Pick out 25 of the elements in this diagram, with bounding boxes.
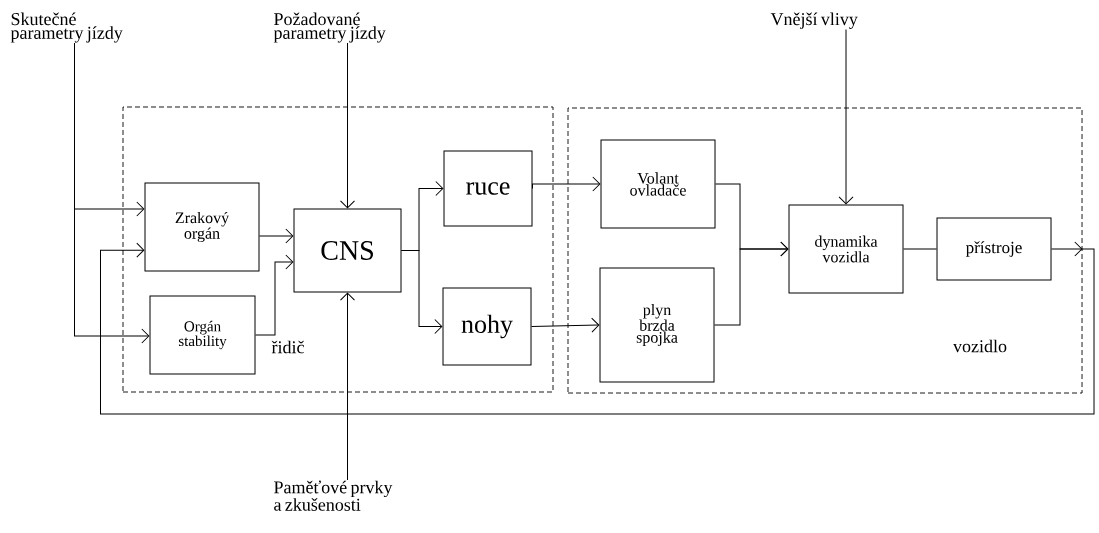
arrow [100, 241, 1095, 415]
process-box: plyn brzda spojka [599, 267, 715, 383]
arrow [259, 228, 294, 244]
arrow [838, 28, 854, 205]
arrow [340, 292, 355, 481]
connector-line [903, 248, 937, 250]
arrow [255, 254, 294, 336]
process-box: dynamika vozidla [788, 204, 904, 294]
input-label: Paměťové prvky a zkušenosti [274, 480, 393, 511]
input-label: Požadované parametry jízdy [273, 12, 386, 43]
arrow [340, 42, 355, 209]
process-box: přístroje [936, 217, 1052, 281]
process-box: Zrakový orgán [144, 182, 260, 272]
arrow [714, 241, 789, 326]
process-box: CNS [293, 208, 402, 293]
input-label: Skutečné parametry jízdy [10, 12, 123, 43]
process-box: Orgán stability [149, 295, 256, 375]
arrow [532, 176, 601, 192]
arrow [401, 250, 443, 334]
process-box: nohy [442, 287, 532, 366]
input-label: Vnější vlivy [770, 12, 858, 29]
arrow [531, 317, 600, 333]
process-box: Volant ovladače [600, 139, 716, 229]
arrow [74, 42, 150, 344]
process-box: ruce [443, 150, 533, 227]
